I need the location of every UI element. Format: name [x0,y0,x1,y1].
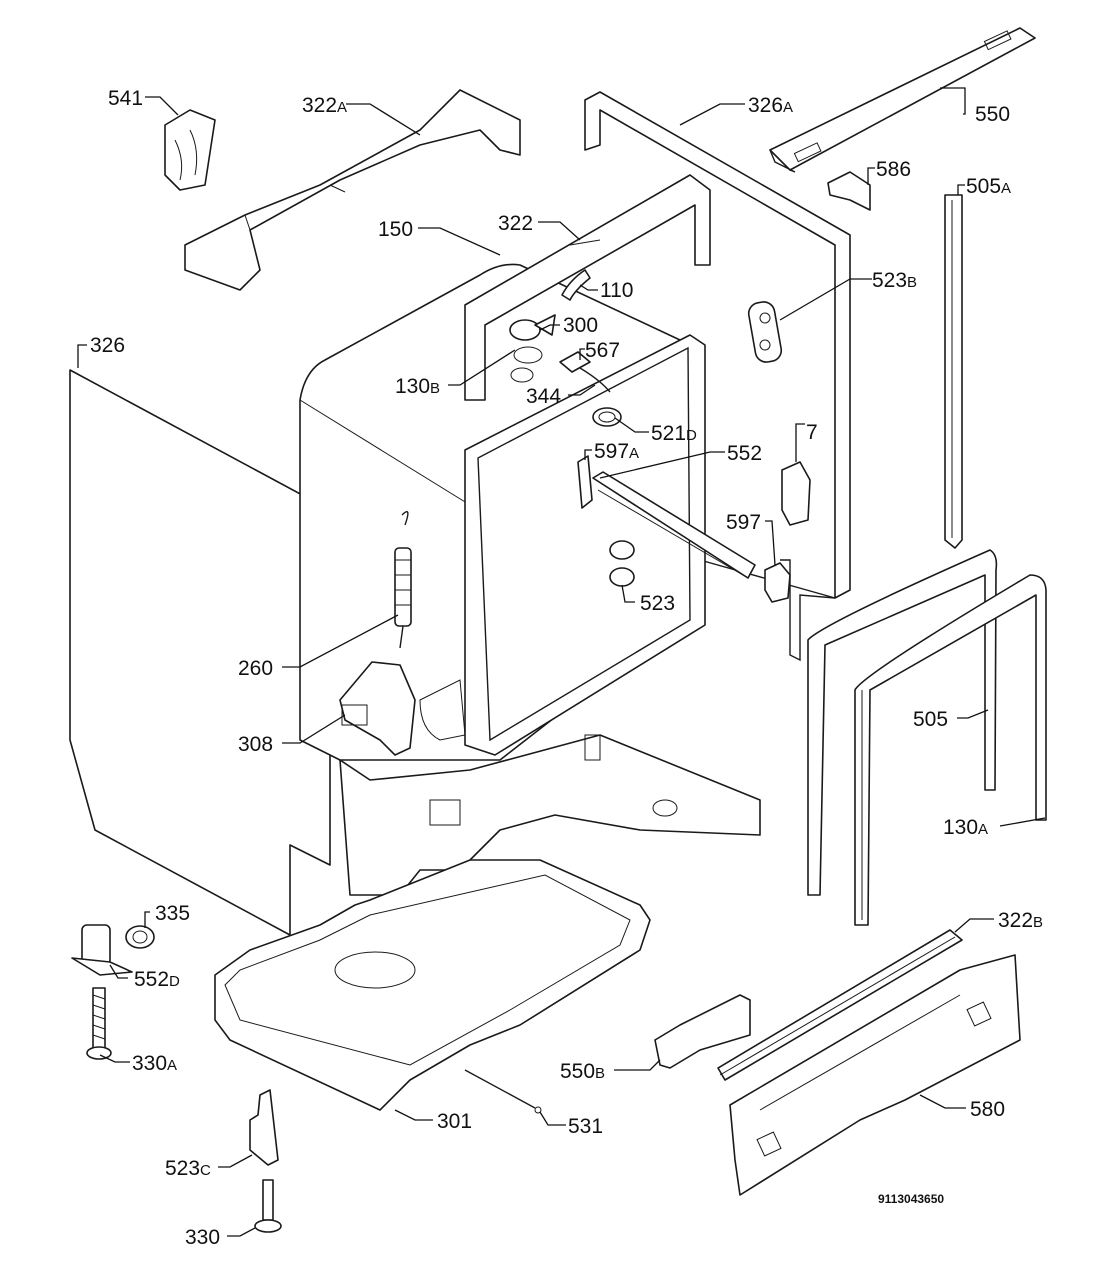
label-523: 523 [640,592,675,615]
label-505A: 505A [966,175,1011,198]
part-frame-322 [464,174,711,401]
part-bracket-523B [747,301,783,363]
label-301: 301 [437,1110,472,1133]
label-130B: 130B [395,375,440,398]
part-rail-322B [717,929,963,1081]
part-clip-541 [164,109,216,191]
part-ring-521D [592,407,622,427]
label-7: 7 [806,421,818,444]
label-344: 344 [526,385,561,408]
part-latch-7 [781,461,811,526]
part-bracket-523C [249,1089,279,1166]
part-bracket-586 [827,171,871,211]
part-rail-552 [592,471,756,579]
part-side-panel-326 [69,369,331,936]
part-bracket-322A [184,89,521,291]
label-335: 335 [155,902,190,925]
part-rollers-523 [609,540,635,587]
label-531: 531 [568,1115,603,1138]
label-326A: 326A [748,94,793,117]
label-330A: 330A [132,1052,177,1075]
part-strip-505A [944,194,963,549]
part-tray-301 [214,859,651,1111]
part-door-frame [419,334,706,756]
label-567: 567 [585,339,620,362]
part-screw-330A [86,987,112,1060]
part-rail-550 [769,27,1036,173]
label-300: 300 [563,314,598,337]
label-597: 597 [726,511,761,534]
label-150: 150 [378,218,413,241]
part-seal-505 [807,549,998,896]
label-541: 541 [108,87,143,110]
label-552D: 552D [134,968,180,991]
leader-lines [77,87,1046,1237]
label-550B: 550B [560,1060,605,1083]
label-110: 110 [600,279,633,302]
label-322A: 322A [302,94,347,117]
label-330: 330 [185,1226,220,1249]
part-seal-130A [854,574,1047,926]
label-597A: 597A [594,440,639,463]
part-hose-110 [561,269,591,301]
label-586: 586 [876,158,911,181]
label-523C: 523C [165,1157,211,1180]
label-521D: 521D [651,422,697,445]
part-valve-300 [509,314,556,383]
part-labels: 541 322A 326A 550 586 505A 150 322 110 5… [90,87,1043,1249]
label-552: 552 [727,442,762,465]
label-130A: 130A [943,816,988,839]
label-308: 308 [238,733,273,756]
label-326: 326 [90,334,125,357]
part-motor-552D [71,924,133,976]
label-322: 322 [498,212,533,235]
part-spring-260 [394,511,412,649]
label-260: 260 [238,657,273,680]
label-580: 580 [970,1098,1005,1121]
part-plate-580 [729,954,1021,1196]
part-wire-531 [464,1069,542,1114]
part-hinge-308 [339,661,416,756]
label-550: 550 [975,103,1010,126]
label-322B: 322B [998,909,1043,932]
part-clip-567 [559,351,611,393]
label-505: 505 [913,708,948,731]
part-gear-335 [125,925,155,949]
part-screw-330 [254,1179,282,1233]
part-block-597 [764,562,791,603]
label-523B: 523B [872,269,917,292]
document-id: 9113043650 [878,1192,944,1206]
part-bracket-550B [654,994,751,1069]
